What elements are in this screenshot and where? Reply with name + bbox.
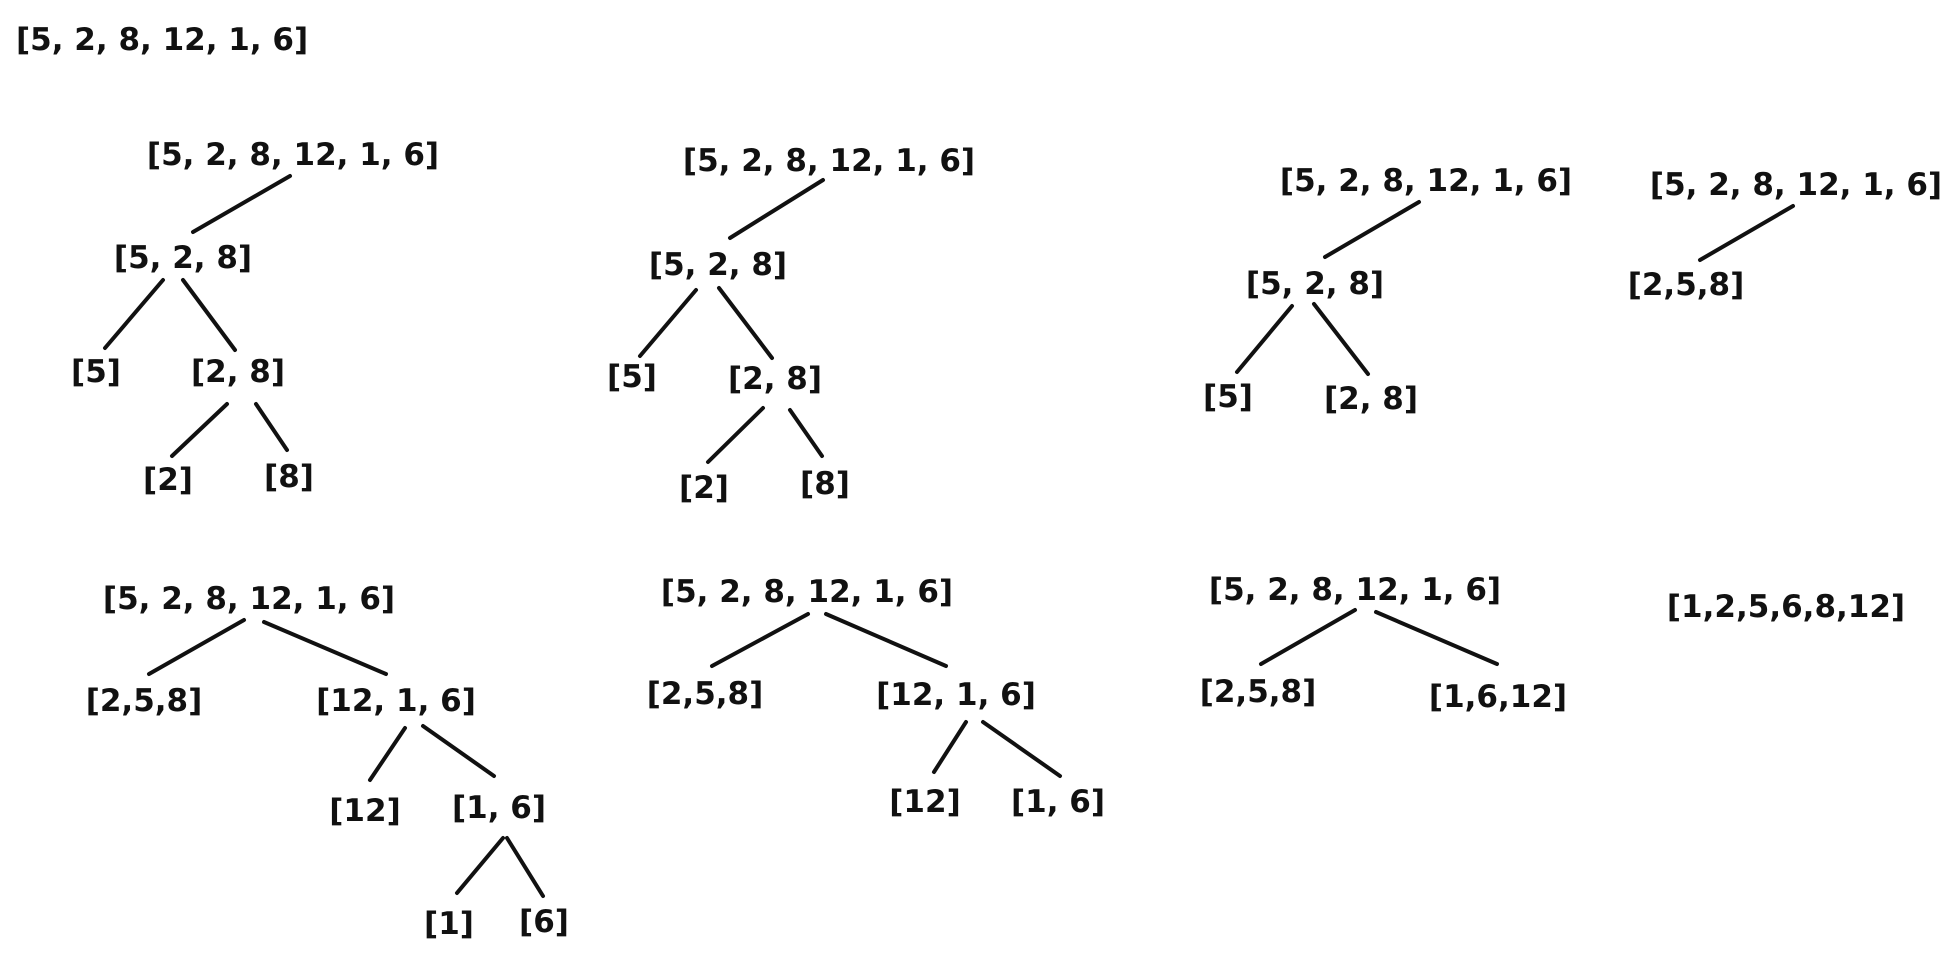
edge <box>1259 608 1357 666</box>
tree-2-left-node: [5, 2, 8] <box>648 247 788 283</box>
edge <box>717 286 774 360</box>
tree-1-leaf-8: [8] <box>264 459 314 495</box>
tree-5-leaf-6: [6] <box>519 904 569 940</box>
tree-1-leaf-2: [2] <box>143 462 193 498</box>
tree-2-leaf-5: [5] <box>607 359 657 395</box>
tree-1-left-node: [5, 2, 8] <box>113 240 253 276</box>
tree-6-leaf-12: [12] <box>889 784 961 820</box>
edge <box>1323 200 1421 259</box>
edge <box>932 720 968 774</box>
tree-3-left-node: [5, 2, 8] <box>1245 266 1385 302</box>
edge <box>181 278 237 352</box>
edge <box>147 618 246 676</box>
edge <box>706 406 765 464</box>
tree-1-leaf-5: [5] <box>71 354 121 390</box>
edge <box>455 836 505 895</box>
edge <box>1374 610 1499 666</box>
edge <box>368 726 407 782</box>
edge <box>1235 304 1294 374</box>
tree-4-root-node: [5, 2, 8, 12, 1, 6] <box>1649 167 1942 203</box>
tree-1-node-2-8: [2, 8] <box>190 354 286 390</box>
edge <box>191 174 292 234</box>
edge <box>262 620 388 676</box>
tree-5-root-node: [5, 2, 8, 12, 1, 6] <box>102 581 396 617</box>
tree-7-root-node: [5, 2, 8, 12, 1, 6] <box>1208 572 1502 608</box>
tree-5-leaf-12: [12] <box>329 793 401 829</box>
tree-4-sorted-left: [2,5,8] <box>1627 267 1745 303</box>
tree-6-right-node: [12, 1, 6] <box>876 677 1036 713</box>
tree-2-node-2-8: [2, 8] <box>727 361 823 397</box>
tree-2-leaf-8: [8] <box>800 466 850 502</box>
edge <box>788 408 824 458</box>
tree-5-leaf-1: [1] <box>424 906 474 942</box>
tree-6-root-node: [5, 2, 8, 12, 1, 6] <box>660 574 954 610</box>
edge <box>728 178 825 240</box>
tree-6-sorted-left: [2,5,8] <box>646 676 764 712</box>
edge <box>421 724 496 778</box>
tree-3-leaf-5: [5] <box>1203 379 1253 415</box>
tree-3-root-node: [5, 2, 8, 12, 1, 6] <box>1279 163 1573 199</box>
edge <box>824 612 948 668</box>
input-array-title: [5, 2, 8, 12, 1, 6] <box>16 22 309 58</box>
edge <box>103 278 165 350</box>
edge <box>638 288 698 358</box>
edge <box>1312 302 1370 376</box>
tree-1-root-node: [5, 2, 8, 12, 1, 6] <box>146 137 440 173</box>
edge <box>170 402 229 458</box>
tree-5-sorted-left: [2,5,8] <box>85 683 203 719</box>
edge <box>254 402 289 452</box>
tree-5-right-node: [12, 1, 6] <box>316 683 476 719</box>
tree-2-root-node: [5, 2, 8, 12, 1, 6] <box>682 143 976 179</box>
tree-2-leaf-2: [2] <box>679 470 729 506</box>
tree-5-node-1-6: [1, 6] <box>451 790 547 826</box>
edge <box>981 720 1062 778</box>
tree-7-sorted-right: [1,6,12] <box>1428 679 1568 715</box>
edge <box>505 836 545 898</box>
final-sorted-array: [1,2,5,6,8,12] <box>1666 589 1906 625</box>
tree-6-node-1-6: [1, 6] <box>1010 784 1106 820</box>
tree-3-node-2-8: [2, 8] <box>1323 381 1419 417</box>
tree-7-sorted-left: [2,5,8] <box>1199 674 1317 710</box>
edge <box>1698 204 1795 262</box>
edge <box>710 612 810 668</box>
